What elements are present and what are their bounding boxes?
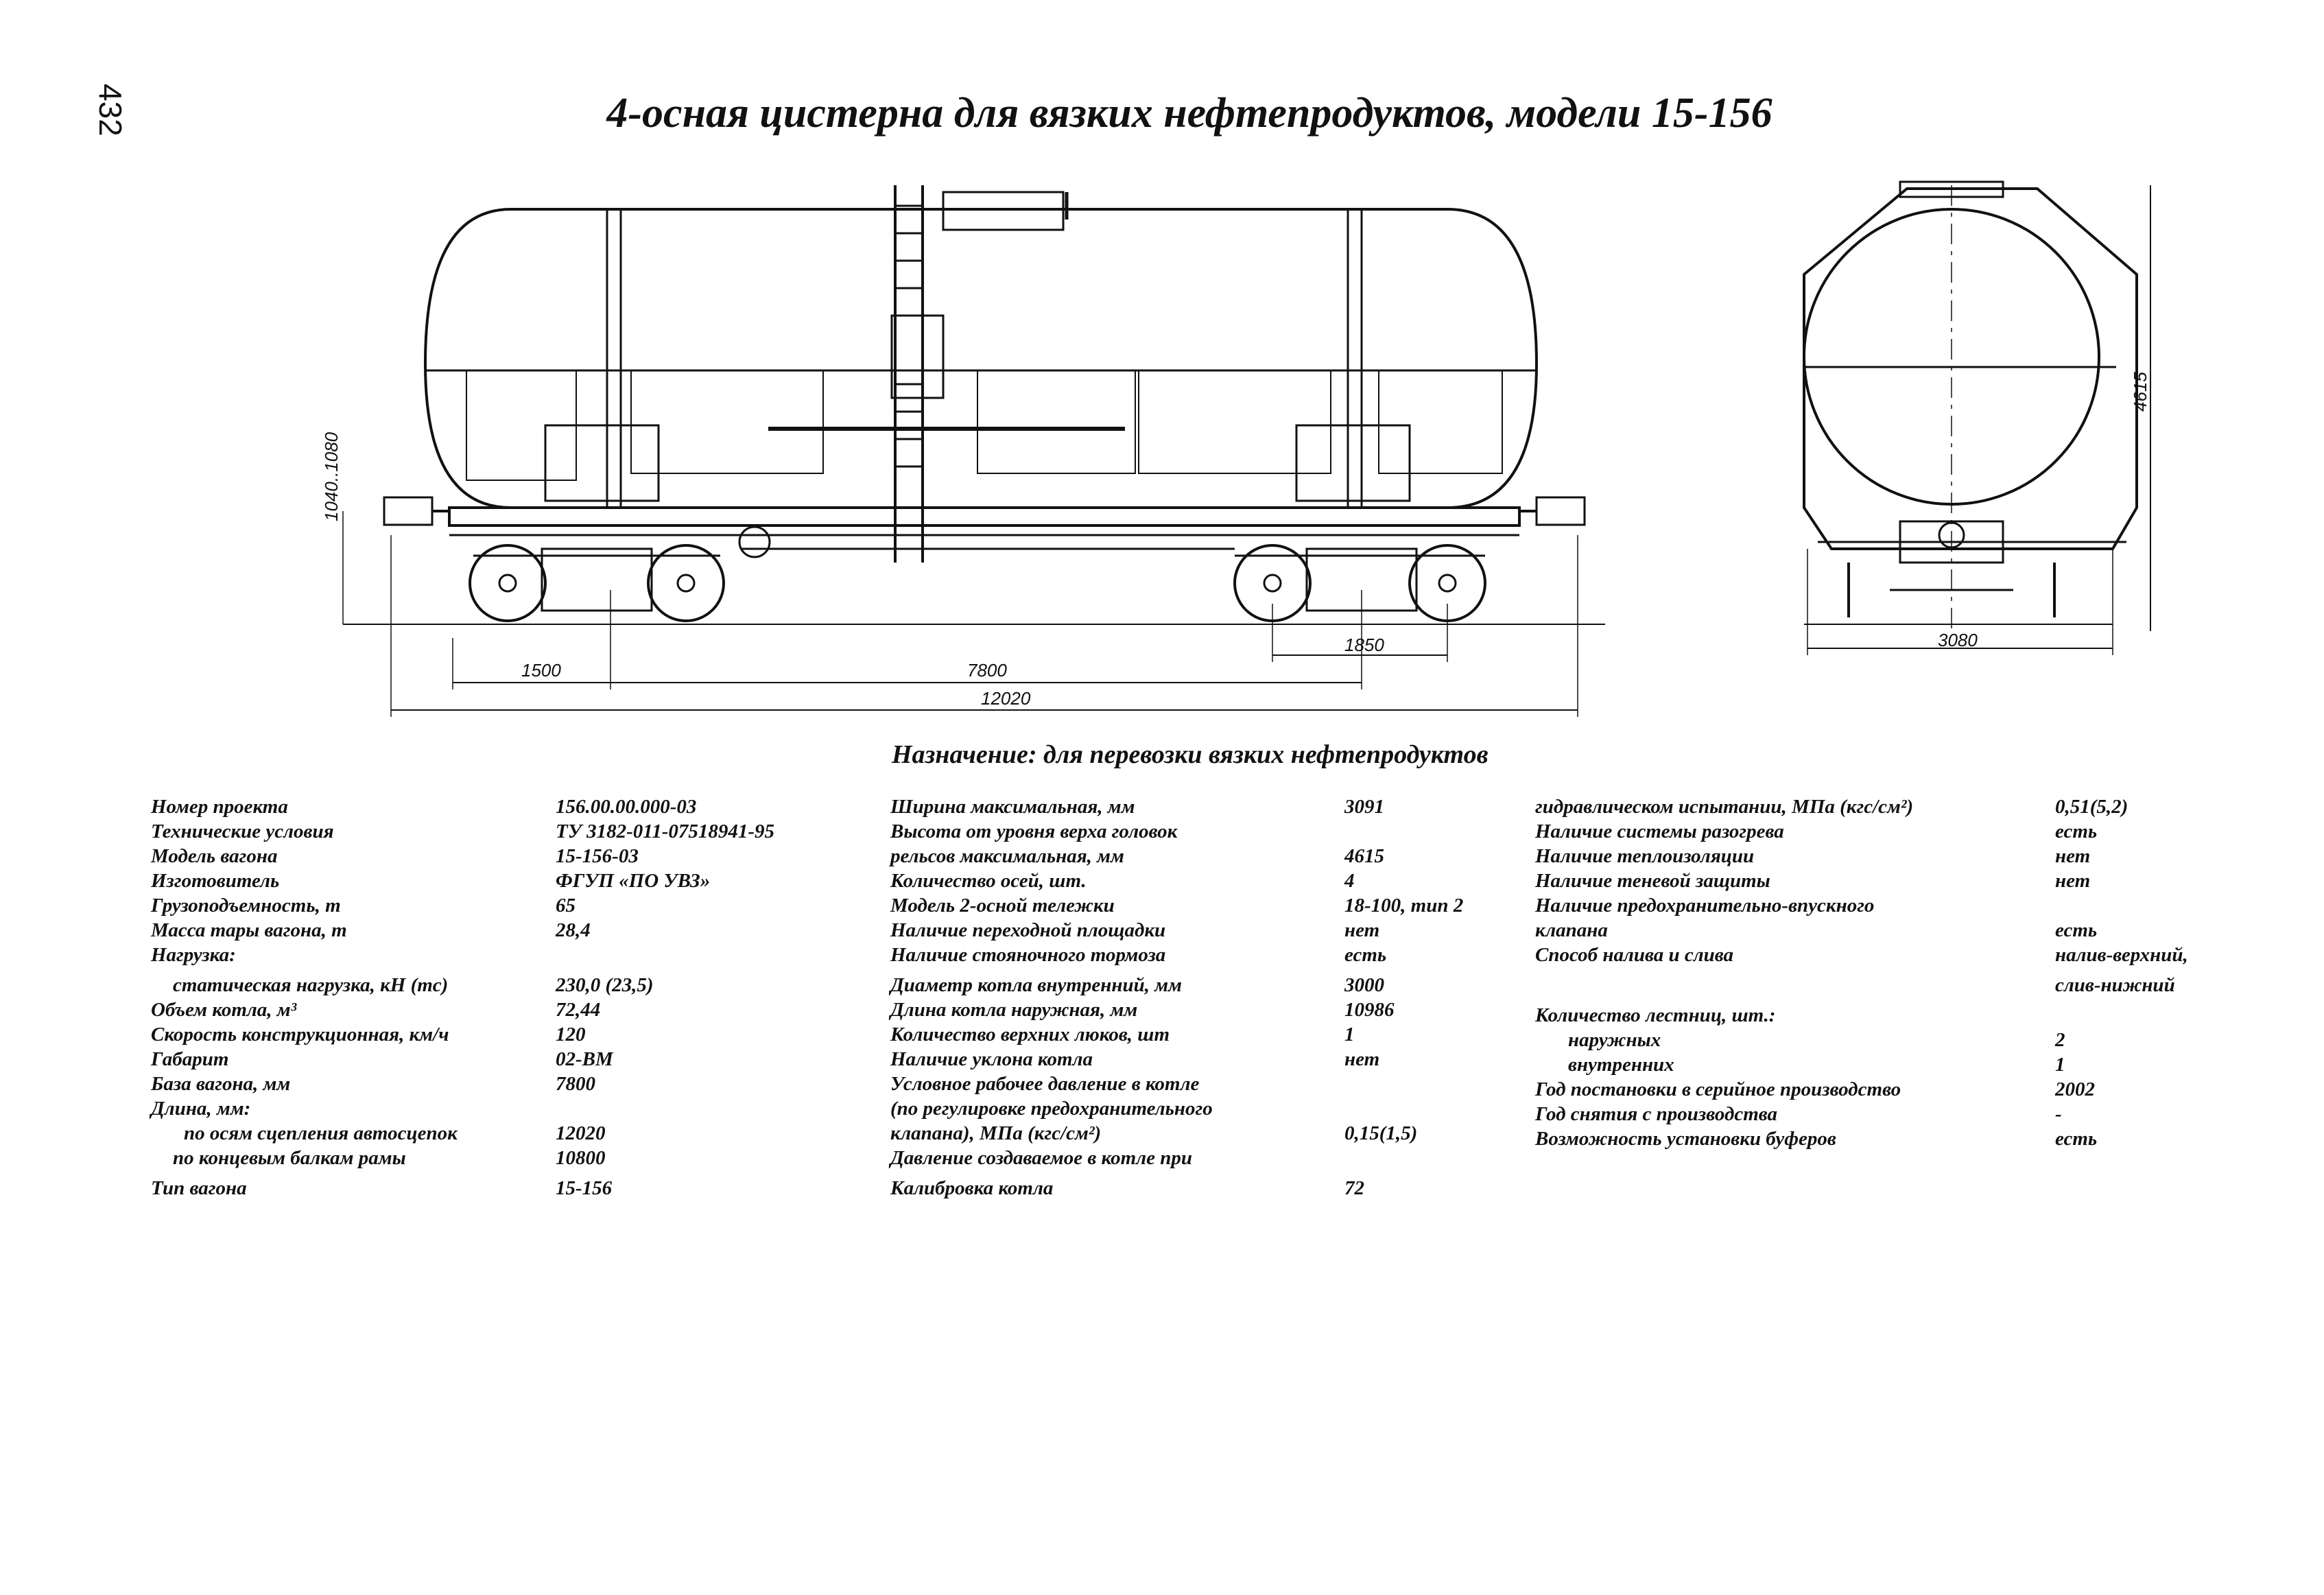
spec-row: клапана), МПа (кгс/см²)0,15(1,5) — [890, 1122, 1418, 1144]
spec-row: Количество лестниц, шт.: — [1535, 1004, 1776, 1026]
purpose-text: Назначение: для перевозки вязких нефтепр… — [892, 740, 1489, 769]
dim-12020: 12020 — [981, 688, 1031, 709]
dim-7800: 7800 — [967, 660, 1007, 681]
dim-1040-1080: 1040..1080 — [321, 432, 342, 521]
spec-column-3: гидравлическом испытании, МПа (кгс/см²)0… — [1535, 794, 2221, 1151]
dim-3080: 3080 — [1938, 630, 1978, 650]
dim-1500: 1500 — [521, 660, 561, 681]
spec-row: Давление создаваемое в котле при — [890, 1147, 1192, 1169]
spec-row: Нагрузка: — [151, 944, 236, 966]
page-title: 4-осная цистерна для вязких нефтепродукт… — [0, 89, 2324, 138]
tank-car-drawing — [342, 180, 2151, 717]
end-view — [1803, 180, 2151, 655]
spec-row: статическая нагрузка, кН (тс)230,0 (23,5… — [173, 974, 654, 996]
dim-1850: 1850 — [1344, 635, 1384, 655]
spec-row: Условное рабочее давление в котле — [890, 1073, 1200, 1095]
spec-row: гидравлическом испытании, МПа (кгс/см²)0… — [1535, 796, 2129, 818]
side-view — [342, 185, 1605, 717]
spec-row: (по регулировке предохранительного — [890, 1098, 1213, 1120]
spec-row: Год снятия с производства- — [1535, 1103, 2062, 1125]
spec-row: Наличие предохранительно-впускного — [1535, 895, 1875, 917]
spec-row: Высота от уровня верха головок — [890, 820, 1178, 842]
dim-4615: 4615 — [2130, 372, 2150, 412]
page-title-text: 4-осная цистерна для вязких нефтепродукт… — [606, 90, 1772, 137]
spec-row: слив-нижний — [2055, 974, 2175, 996]
spec-row: Количество осей, шт.4 — [890, 870, 1355, 892]
spec-row: Длина, мм: — [151, 1098, 251, 1120]
